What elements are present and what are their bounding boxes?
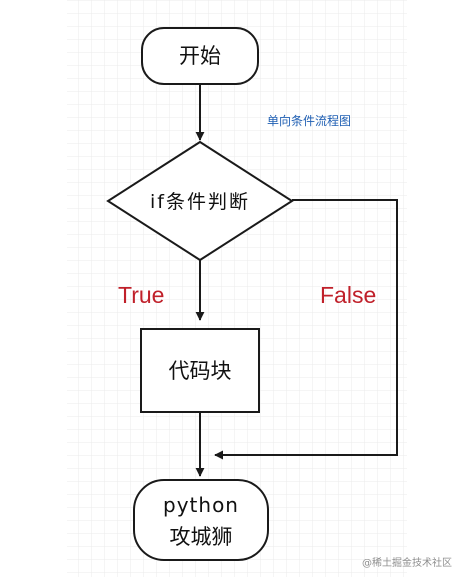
end-node-label-line-2: 攻城狮 [170, 525, 233, 549]
decision-node-shape [106, 140, 294, 262]
end-node-shape [133, 479, 269, 561]
process-node: 代码块 [140, 328, 260, 413]
edge-label-false: False [320, 282, 376, 308]
start-node: 开始 [141, 27, 259, 85]
flowchart-title-annotation: 单向条件流程图 [267, 113, 351, 128]
end-node: python 攻城狮 [133, 479, 269, 561]
process-node-label: 代码块 [169, 359, 232, 383]
edge-label-true: True [118, 282, 164, 308]
watermark-text: @稀土掘金技术社区 [362, 556, 452, 569]
decision-node-label: if条件判断 [150, 191, 250, 213]
start-node-shape [141, 27, 259, 85]
edge-false [214, 199, 398, 460]
start-node-label: 开始 [179, 44, 221, 68]
end-node-label-line-1: python [163, 493, 239, 517]
process-node-shape [140, 328, 260, 413]
decision-node: if条件判断 [106, 140, 294, 262]
